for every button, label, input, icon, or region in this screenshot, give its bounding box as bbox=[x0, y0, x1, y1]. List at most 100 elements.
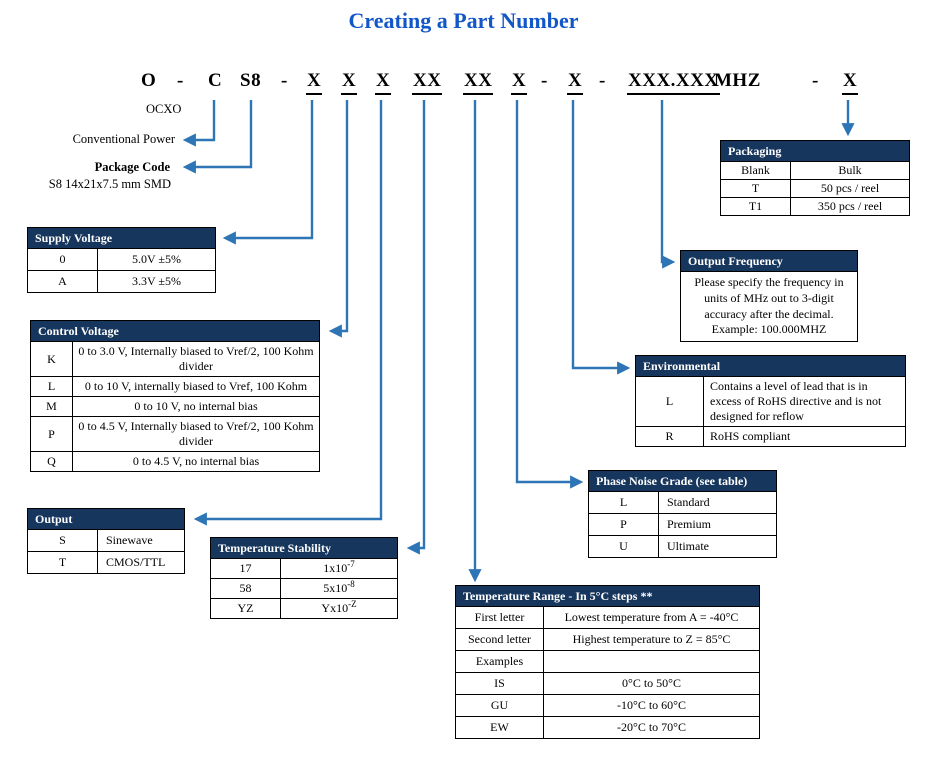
table-cell: T bbox=[27, 551, 98, 575]
table-cell: Premium bbox=[658, 513, 777, 537]
part-number: O - C S8 - X X X XX XX X - X - XXX.XXX M… bbox=[0, 70, 927, 102]
table-cell: P bbox=[30, 416, 73, 453]
part-number-token: XX bbox=[412, 70, 443, 95]
part-number-token: S8 bbox=[240, 70, 262, 91]
table-cell bbox=[543, 650, 760, 674]
table-header: Output bbox=[27, 508, 185, 531]
part-number-token: X bbox=[306, 70, 323, 95]
table-header: Packaging bbox=[720, 140, 910, 163]
arrow-to-control-voltage bbox=[328, 100, 349, 338]
table-row: GU-10°C to 60°C bbox=[455, 694, 760, 718]
table-cell: RoHS compliant bbox=[703, 426, 906, 448]
table-cell: 0 to 3.0 V, Internally biased to Vref/2,… bbox=[72, 341, 320, 378]
table-row: EW-20°C to 70°C bbox=[455, 716, 760, 740]
table-cell: P bbox=[588, 513, 659, 537]
part-number-token: X bbox=[567, 70, 584, 95]
part-number-token: XX bbox=[463, 70, 494, 95]
part-number-token: - bbox=[812, 70, 819, 91]
table-cell: Lowest temperature from A = -40°C bbox=[543, 606, 760, 630]
table-cell: K bbox=[30, 341, 73, 378]
part-number-token: X bbox=[511, 70, 528, 95]
table-header: Phase Noise Grade (see table) bbox=[588, 470, 777, 493]
table-cell: 3.3V ±5% bbox=[97, 270, 216, 294]
label-ocxo: OCXO bbox=[146, 102, 182, 116]
table-cell: Highest temperature to Z = 85°C bbox=[543, 628, 760, 652]
table-cell: EW bbox=[455, 716, 544, 740]
table-cell: 1x10-7 bbox=[280, 558, 398, 580]
arrow-to-supply-voltage bbox=[222, 100, 314, 245]
table-header: Temperature Range - In 5°C steps ** bbox=[455, 585, 760, 608]
label-package-code: Package Code bbox=[94, 160, 170, 174]
table-cell: CMOS/TTL bbox=[97, 551, 185, 575]
arrow-to-output-frequency bbox=[660, 100, 676, 269]
table-cell: R bbox=[635, 426, 704, 448]
table-cell: YZ bbox=[210, 598, 281, 620]
part-number-token: - bbox=[599, 70, 606, 91]
table-cell: Examples bbox=[455, 650, 544, 674]
part-number-token: XXX.XXX bbox=[627, 70, 720, 95]
table-cell: 58 bbox=[210, 578, 281, 600]
arrow-to-environmental bbox=[571, 100, 631, 375]
table-cell: Blank bbox=[720, 161, 791, 181]
arrow-c-to-conventional-power bbox=[182, 100, 216, 147]
part-number-token: O bbox=[141, 70, 157, 91]
table-cell: 5x10-8 bbox=[280, 578, 398, 600]
part-number-token: - bbox=[177, 70, 184, 91]
table-cell: L bbox=[635, 376, 704, 428]
table-cell: L bbox=[588, 491, 659, 515]
table-cell: GU bbox=[455, 694, 544, 718]
table-cell: 0 to 4.5 V, no internal bias bbox=[72, 451, 320, 473]
table-cell: M bbox=[30, 396, 73, 418]
part-number-token: C bbox=[208, 70, 223, 91]
table-cell: Bulk bbox=[790, 161, 910, 181]
table-cell: 5.0V ±5% bbox=[97, 248, 216, 272]
label-conventional-power: Conventional Power bbox=[72, 132, 175, 146]
table-cell: 0 to 10 V, no internal bias bbox=[72, 396, 320, 418]
part-number-token: - bbox=[281, 70, 288, 91]
table-cell: Sinewave bbox=[97, 529, 185, 553]
arrow-to-temperature-stability bbox=[406, 100, 426, 555]
table-cell: Ultimate bbox=[658, 535, 777, 559]
table-cell: Second letter bbox=[455, 628, 544, 652]
output-frequency-note: Please specify the frequency in units of… bbox=[680, 271, 858, 342]
part-number-token: X bbox=[842, 70, 859, 95]
table-cell: Standard bbox=[658, 491, 777, 515]
table-header: Temperature Stability bbox=[210, 537, 398, 560]
output-frequency-table: Output Frequency Please specify the freq… bbox=[680, 250, 858, 342]
table-cell: L bbox=[30, 376, 73, 398]
table-cell: Contains a level of lead that is in exce… bbox=[703, 376, 906, 428]
table-cell: IS bbox=[455, 672, 544, 696]
table-cell: T1 bbox=[720, 197, 791, 217]
table-cell: 0 bbox=[27, 248, 98, 272]
part-number-token: - bbox=[541, 70, 548, 91]
table-cell: First letter bbox=[455, 606, 544, 630]
arrow-s8-to-package-code bbox=[182, 100, 253, 174]
table-row: Examples bbox=[455, 650, 760, 674]
